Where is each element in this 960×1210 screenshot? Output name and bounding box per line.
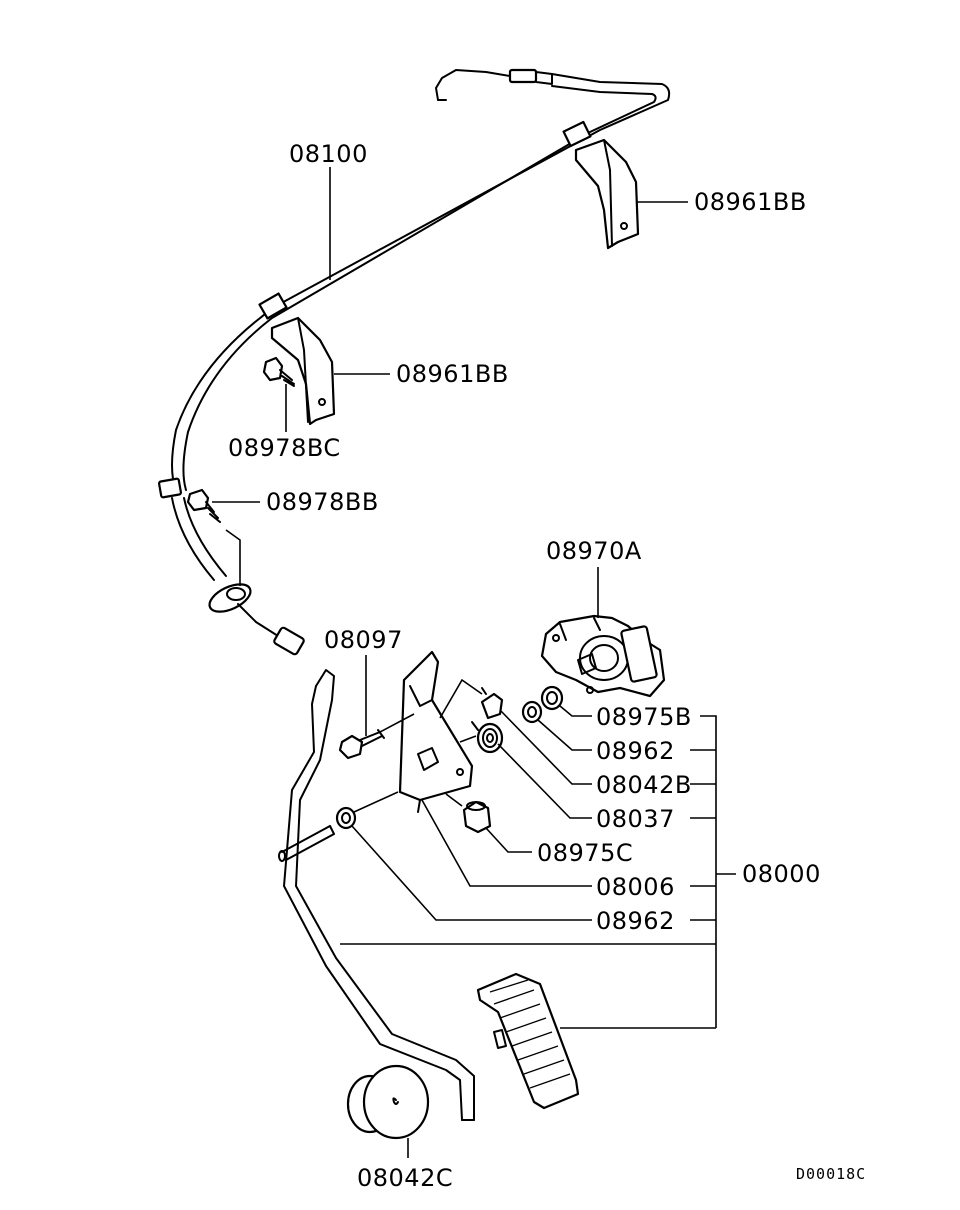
label-08970a: 08970A bbox=[546, 537, 642, 565]
label-08000: 08000 bbox=[742, 860, 821, 888]
label-08978bc: 08978BC bbox=[228, 434, 341, 462]
label-08042b: 08042B bbox=[596, 771, 692, 799]
label-08978bb: 08978BB bbox=[266, 488, 379, 516]
bolt-08978bc bbox=[262, 356, 295, 387]
label-08961bb-top: 08961BB bbox=[694, 188, 807, 216]
bolt-08978bb bbox=[186, 488, 221, 523]
cable-bracket-top bbox=[574, 138, 640, 250]
label-08100: 08100 bbox=[289, 140, 368, 168]
label-08042c: 08042C bbox=[357, 1164, 453, 1192]
pedal-bracket-plate bbox=[398, 650, 474, 813]
bolt-08097 bbox=[338, 729, 385, 760]
pedal-arm bbox=[278, 669, 475, 1121]
spring-08037 bbox=[471, 721, 504, 754]
pedal-pad bbox=[476, 972, 580, 1110]
washer-08975b bbox=[540, 685, 564, 711]
pedal-stopper-08042c bbox=[346, 1064, 430, 1140]
leader-lines bbox=[212, 167, 736, 1158]
label-08975b: 08975B bbox=[596, 703, 692, 731]
bushing-08975c bbox=[462, 800, 492, 834]
label-08961bb-mid: 08961BB bbox=[396, 360, 509, 388]
diagram-code: D00018C bbox=[796, 1165, 866, 1183]
part-labels: 08100 08961BB 08961BB 08978BC 08978BB 08… bbox=[228, 140, 866, 1192]
bushing-08042b bbox=[480, 687, 504, 720]
washer-08962-upper bbox=[521, 700, 543, 724]
label-08975c: 08975C bbox=[537, 839, 633, 867]
label-08037: 08037 bbox=[596, 805, 675, 833]
label-08097: 08097 bbox=[324, 626, 403, 654]
label-08962-lower: 08962 bbox=[596, 907, 675, 935]
label-08962-upper: 08962 bbox=[596, 737, 675, 765]
accelerator-cable bbox=[157, 68, 671, 656]
pedal-position-sensor bbox=[540, 614, 666, 698]
label-08006: 08006 bbox=[596, 873, 675, 901]
cable-bracket-middle bbox=[270, 316, 336, 426]
washer-08962-lower bbox=[335, 806, 357, 830]
